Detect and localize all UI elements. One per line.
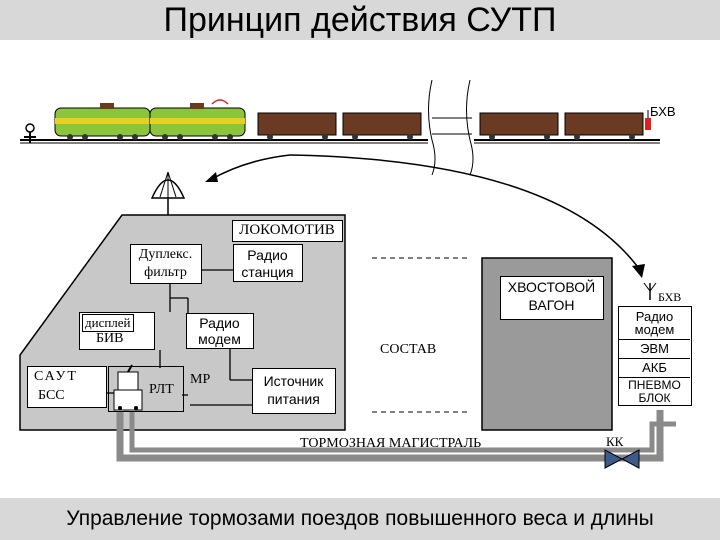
title-bar xyxy=(0,0,720,40)
bss-label: БСС xyxy=(38,388,65,403)
radio-station-label-1: Радио xyxy=(247,247,288,263)
power-label-2: питания xyxy=(267,391,320,407)
kk-valve-icon xyxy=(604,449,640,469)
duplex-label-2: фильтр xyxy=(144,265,187,280)
duplex-filter-box: Дуплекс. фильтр xyxy=(130,244,202,284)
tail-antenna-icon xyxy=(643,282,657,300)
akb-label: АКБ xyxy=(642,360,667,375)
locomotive xyxy=(54,99,246,140)
bhv-top-label: БХВ xyxy=(650,104,676,119)
wagons xyxy=(257,110,651,140)
lokomotiv-label: ЛОКОМОТИВ xyxy=(239,222,335,238)
radio-arc-loco xyxy=(209,154,291,181)
radio-station-box: Радио станция xyxy=(233,244,303,282)
radio-station-label-2: станция xyxy=(241,264,294,280)
footer-caption: Управление тормозами поездов повышенного… xyxy=(66,507,654,530)
brake-line-label: ТОРМОЗНАЯ МАГИСТРАЛЬ xyxy=(300,436,482,451)
tail-car-box: ХВОСТОВОЙ ВАГОН xyxy=(500,276,604,320)
train-break-marks xyxy=(428,79,474,176)
tail-car-label-1: ХВОСТОВОЙ xyxy=(507,279,596,295)
rail-track xyxy=(20,123,660,144)
rlt-label: РЛТ xyxy=(149,382,174,397)
radio-modem-loco-label-2: модем xyxy=(198,331,241,347)
biv-label: БИВ xyxy=(96,331,124,346)
rlt-box: РЛТ xyxy=(108,366,184,412)
brake-valve-icon xyxy=(113,364,143,411)
biv-box: дисплей БИВ xyxy=(79,312,155,350)
radio-modem-loco-label-1: Радио xyxy=(199,315,240,331)
evm-label: ЭВМ xyxy=(640,341,669,356)
mr-label: МР xyxy=(190,372,211,387)
bhv-box-label: БХВ xyxy=(658,290,682,304)
pnevmo-label-2: БЛОК xyxy=(638,391,671,405)
tail-radio-label-2: модем xyxy=(634,322,675,337)
pnevmo-label-1: ПНЕВМО xyxy=(628,378,681,392)
power-supply-box: Источник питания xyxy=(252,368,336,414)
duplex-label-1: Дуплекс. xyxy=(138,247,193,262)
lokomotiv-box: ЛОКОМОТИВ xyxy=(232,220,343,242)
saut-bss-box: САУТ БСС xyxy=(27,366,107,408)
page-title: Принцип действия СУТП xyxy=(163,1,557,39)
footer-bar xyxy=(0,498,720,540)
radio-arc-tail xyxy=(289,154,641,271)
sostav-label: СОСТАВ xyxy=(380,342,437,357)
brake-pipe xyxy=(116,410,676,462)
tail-car-label-2: ВАГОН xyxy=(528,297,575,313)
tail-radio-label-1: Радио xyxy=(635,309,674,324)
tail-equipment-stack: Радио модем ЭВМ АКБ ПНЕВМО БЛОК xyxy=(618,306,692,406)
power-label-1: Источник xyxy=(263,373,324,389)
radio-modem-loco-box: Радио модем xyxy=(186,313,254,349)
display-label: дисплей xyxy=(82,314,134,332)
saut-label: САУТ xyxy=(34,369,78,384)
loco-connectors xyxy=(107,269,252,406)
kk-label: КК xyxy=(606,434,624,449)
